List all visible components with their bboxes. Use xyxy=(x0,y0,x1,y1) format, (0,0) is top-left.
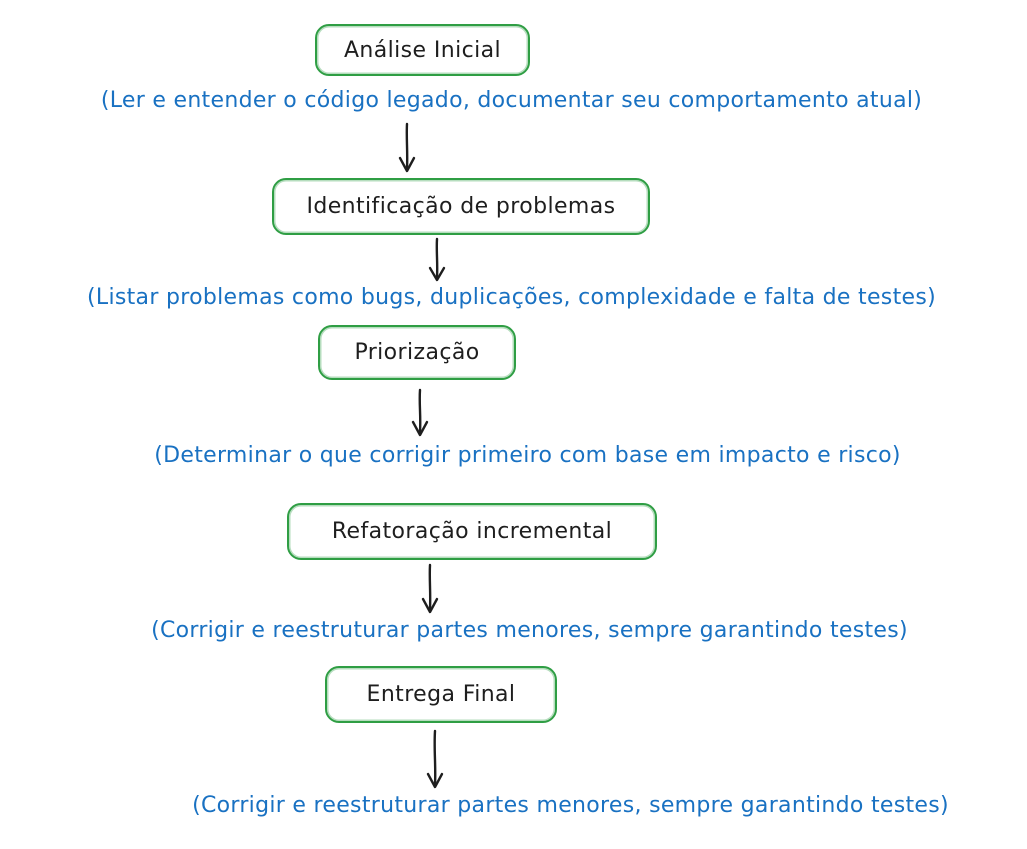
arrow-down-icon xyxy=(406,388,434,438)
arrow-down-icon xyxy=(423,237,451,283)
flow-caption-identificacao-de-problemas: (Listar problemas como bugs, duplicações… xyxy=(87,285,936,310)
arrow-down-icon xyxy=(416,563,444,615)
flow-node-refatoracao-incremental: Refatoração incremental xyxy=(287,503,657,560)
flow-node-identificacao-de-problemas: Identificação de problemas xyxy=(272,178,650,235)
flow-node-priorizacao: Priorização xyxy=(318,325,516,380)
arrow-down-icon xyxy=(393,122,421,174)
flow-node-label: Identificação de problemas xyxy=(306,194,616,219)
flow-node-analise-inicial: Análise Inicial xyxy=(315,24,530,76)
flow-node-label: Análise Inicial xyxy=(343,37,502,63)
arrow-down-icon xyxy=(421,729,449,791)
flow-node-label: Priorização xyxy=(354,340,480,365)
flow-caption-refatoracao-incremental: (Corrigir e reestruturar partes menores,… xyxy=(151,618,908,643)
flow-node-entrega-final: Entrega Final xyxy=(325,666,557,723)
flow-node-label: Refatoração incremental xyxy=(331,519,613,544)
flow-node-label: Entrega Final xyxy=(366,682,516,707)
flow-caption-analise-inicial: (Ler e entender o código legado, documen… xyxy=(100,88,923,113)
flow-caption-priorizacao: (Determinar o que corrigir primeiro com … xyxy=(154,443,901,468)
flow-caption-entrega-final: (Corrigir e reestruturar partes menores,… xyxy=(192,793,949,818)
